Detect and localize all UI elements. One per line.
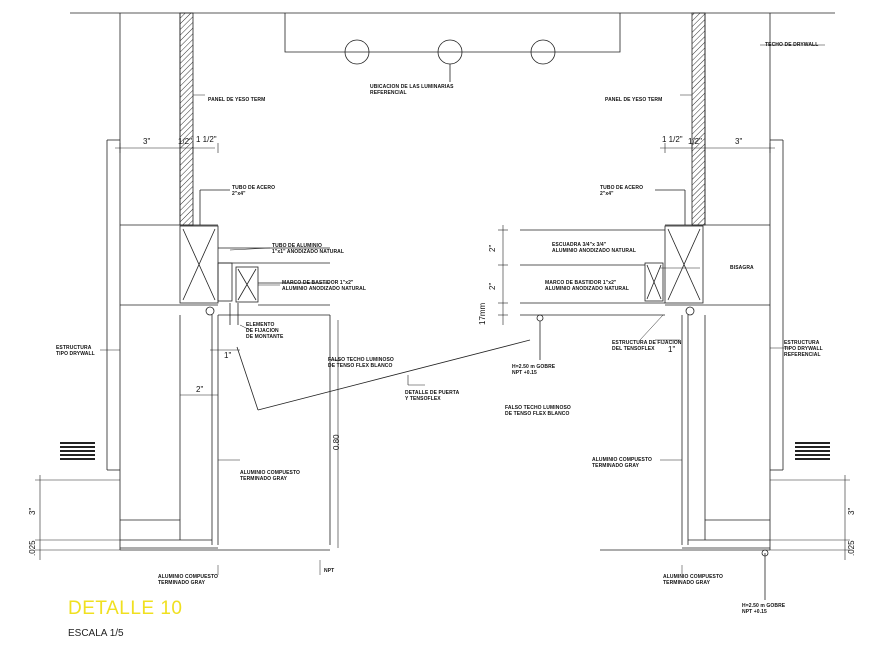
marco-left-label: MARCO DE BASTIDOR 1"x2" ALUMINIO ANODIZA…	[282, 280, 366, 292]
estructura-fijacion-label: ESTRUCTURA DE FIJACION DEL TENSOFLEX	[612, 340, 682, 352]
right-wall	[520, 12, 830, 600]
dimension-lines	[35, 143, 850, 560]
npt-bottom-label: NPT	[324, 568, 335, 574]
dim-2-b: 2"	[488, 282, 497, 290]
dim-right-half: 1/2"	[688, 137, 702, 146]
dim-left-half: 1/2"	[178, 137, 192, 146]
tubo-aluminio-label: TUBO DE ALUMINIO 1"x1" ANODIZADO NATURAL	[272, 243, 345, 255]
detail-scale: ESCALA 1/5	[68, 628, 124, 639]
dim-17mm: 17mm	[478, 302, 487, 325]
dim-left-3: 3"	[143, 137, 151, 146]
aluminio-left-label: ALUMINIO COMPUESTO TERMINADO GRAY	[240, 470, 301, 482]
marco-right-label: MARCO DE BASTIDOR 1"x2" ALUMINIO ANODIZA…	[545, 280, 629, 292]
panel-right-label: PANEL DE YESO TERM	[605, 97, 663, 103]
aluminio-bottom-right-label: ALUMINIO COMPUESTO TERMINADO GRAY	[663, 574, 724, 586]
leader-lines	[100, 44, 825, 575]
dim-2-a: 2"	[488, 244, 497, 252]
left-wall	[60, 12, 531, 551]
nivel-center-label: H=2.50 m GOBRE NPT +0.15	[512, 364, 556, 376]
dim-left-3-bottom: 3"	[28, 507, 37, 515]
detail-title: DETALLE 10	[68, 598, 183, 619]
detalle-ref-label: DETALLE DE PUERTA Y TENSOFLEX	[405, 390, 460, 402]
dim-left-1: 1"	[224, 351, 232, 360]
tubo-acero-left-label: TUBO DE ACERO 2"x4"	[232, 185, 276, 197]
dim-left-2: 2"	[196, 385, 204, 394]
escuadra-label: ESCUADRA 3/4"x 3/4" ALUMINIO ANODIZADO N…	[552, 242, 636, 254]
dim-left-025: .025	[28, 540, 37, 556]
dim-left-1half: 1 1/2"	[196, 135, 217, 144]
estructura-left-label: ESTRUCTURA TIPO DRYWALL	[56, 345, 95, 357]
aluminio-right-label: ALUMINIO COMPUESTO TERMINADO GRAY	[592, 457, 653, 469]
tubo-acero-right-label: TUBO DE ACERO 2"x4"	[600, 185, 644, 197]
estructura-right-label: ESTRUCTURA TIPO DRYWALL REFERENCIAL	[784, 340, 823, 358]
dim-right-1: 1"	[668, 345, 676, 354]
dim-080: 0.80	[332, 434, 341, 450]
nivel-bottom-right-label: H=2.50 m GOBRE NPT +0.15	[742, 603, 786, 615]
luminaires-label: UBICACION DE LAS LUMINARIAS REFERENCIAL	[370, 84, 454, 96]
elemento-fijacion-label: ELEMENTO DE FIJACION DE MONTANTE	[246, 322, 284, 340]
dim-right-3: 3"	[735, 137, 743, 146]
bisagra-label: BISAGRA	[730, 265, 754, 271]
dim-right-025: .025	[847, 540, 856, 556]
falso-techo-right-label: FALSO TECHO LUMINOSO DE TENSO FLEX BLANC…	[505, 405, 571, 417]
panel-left-label: PANEL DE YESO TERM	[208, 97, 266, 103]
aluminio-bottom-left-label: ALUMINIO COMPUESTO TERMINADO GRAY	[158, 574, 219, 586]
top-right-ref-label: TECHO DE DRYWALL	[765, 42, 819, 48]
falso-techo-left-label: FALSO TECHO LUMINOSO DE TENSO FLEX BLANC…	[328, 357, 394, 369]
luminaires	[284, 13, 621, 82]
dim-right-1half: 1 1/2"	[662, 135, 683, 144]
dim-right-3-bottom: 3"	[847, 507, 856, 515]
